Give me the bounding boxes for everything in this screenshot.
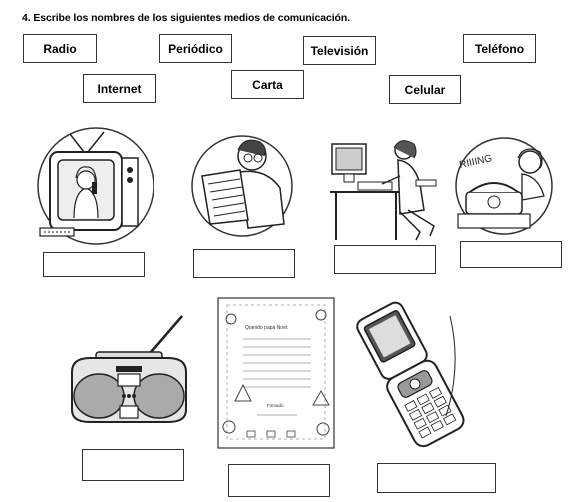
computer-user-illustration [330, 136, 442, 244]
telephone-caller-illustration: RIIIING [452, 134, 558, 238]
boombox-radio-illustration [66, 314, 192, 428]
word-internet: Internet [83, 74, 156, 103]
television-illustration [34, 122, 154, 250]
word-celular: Celular [389, 75, 461, 104]
instruction-text: 4. Escribe los nombres de los siguientes… [22, 12, 350, 24]
answer-box-television[interactable] [43, 252, 145, 277]
letter-illustration: Querido papá Noel: Firmado [217, 297, 335, 449]
newspaper-reader-illustration [188, 128, 298, 240]
word-television: Televisión [303, 36, 376, 65]
flip-cellphone-illustration [354, 296, 470, 448]
word-periodico: Periódico [159, 34, 232, 63]
answer-box-radio[interactable] [82, 449, 184, 481]
word-telefono: Teléfono [463, 34, 536, 63]
word-radio: Radio [23, 34, 97, 63]
answer-box-letter[interactable] [228, 464, 330, 497]
word-carta: Carta [231, 70, 304, 99]
answer-box-computer[interactable] [334, 245, 436, 274]
letter-greeting: Querido papá Noel: [245, 325, 288, 331]
letter-signature: Firmado [267, 403, 284, 408]
answer-box-cellphone[interactable] [377, 463, 496, 493]
phone-ring-text: RIIIING [458, 153, 493, 171]
answer-box-telephone[interactable] [460, 241, 562, 268]
answer-box-newspaper[interactable] [193, 249, 295, 278]
